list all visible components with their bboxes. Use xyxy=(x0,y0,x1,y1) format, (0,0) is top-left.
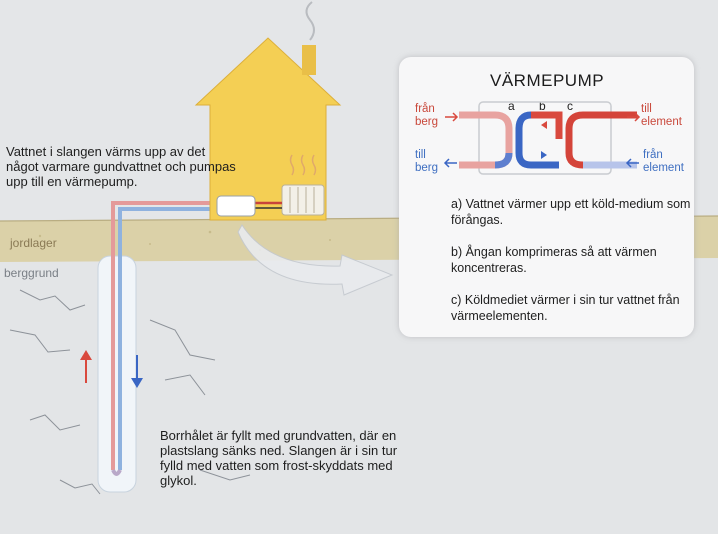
coil-b-hot xyxy=(531,111,563,139)
step-c-text: c) Köldmediet värmer i sin tur vattnet f… xyxy=(451,293,680,323)
from-element-label: från element xyxy=(643,149,684,174)
arrow-from-element-icon xyxy=(625,158,639,168)
arrow-up-icon xyxy=(80,350,92,383)
panel-title: VÄRMEPUMP xyxy=(490,71,605,90)
letter-b: b xyxy=(539,99,546,113)
rock-cracks xyxy=(9,289,251,495)
arrow-left-icon xyxy=(541,151,547,159)
to-rock-label: till berg xyxy=(415,149,439,174)
heat-pump-unit xyxy=(216,195,256,217)
from-rock-label: från berg xyxy=(415,103,439,128)
step-b-text: b) Ångan komprimeras så att värmen konce… xyxy=(451,245,657,275)
arrow-from-rock-icon xyxy=(445,112,459,122)
arrow-right-icon xyxy=(541,121,547,129)
heat-pump-schematic xyxy=(443,101,641,175)
coil-c xyxy=(565,111,637,169)
smoke xyxy=(305,1,315,41)
zoom-arrow xyxy=(237,224,394,296)
hose-warm xyxy=(111,201,217,470)
coil-a xyxy=(459,111,513,169)
coil-b-cold xyxy=(515,111,559,169)
soil-label: jordlager xyxy=(10,236,57,250)
arrow-to-rock-icon xyxy=(443,158,457,168)
intro-text: Vattnet i slangen värms upp av det något… xyxy=(6,144,236,189)
letter-a: a xyxy=(508,99,515,113)
to-element-label: till element xyxy=(641,103,682,128)
borehole-text: Borrhålet är fyllt med grundvatten, där … xyxy=(160,428,398,488)
radiator-icon xyxy=(281,154,325,216)
hose-cold xyxy=(118,207,217,470)
heat-pump-panel: VÄRMEPUMP a b c från berg till berg till… xyxy=(399,57,694,337)
borehole xyxy=(97,255,137,493)
hose-bend xyxy=(111,469,122,476)
pump-casing xyxy=(478,101,612,175)
arrow-to-element-icon xyxy=(627,112,641,122)
arrow-down-icon xyxy=(131,355,143,388)
step-a-text: a) Vattnet värmer upp ett köld-medium so… xyxy=(451,197,691,227)
letter-c: c xyxy=(567,99,573,113)
bedrock-label: berggrund xyxy=(4,266,59,280)
